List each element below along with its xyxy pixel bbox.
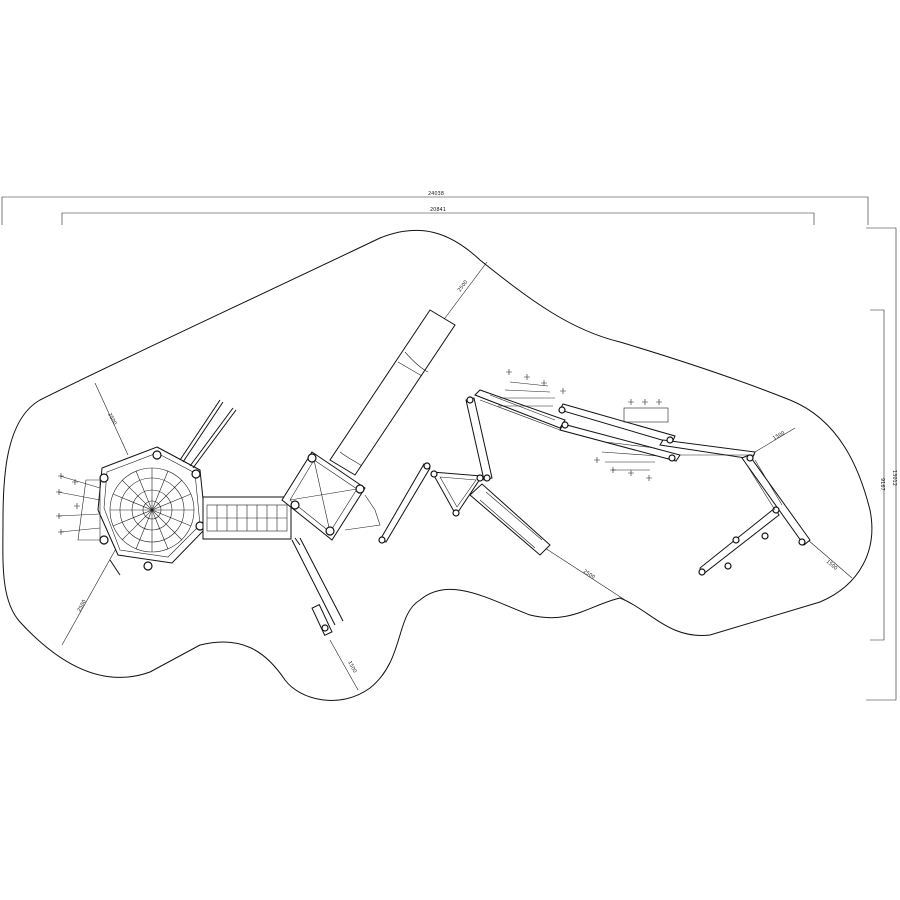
inner-depth-dimension: 9167 — [870, 309, 885, 641]
climbing-net-right-3 — [594, 441, 659, 481]
fireman-poles — [109, 399, 237, 576]
safety-radial-label-4: 2500 — [582, 569, 596, 581]
inner-width-dimension: 20841 — [61, 207, 815, 225]
overall-depth-dimension: 13012 — [866, 227, 897, 701]
safety-radial-label-3: 2500 — [457, 279, 469, 293]
overall-depth-label: 13012 — [891, 470, 897, 486]
climbing-net-right-2 — [623, 399, 669, 423]
spider-web-net — [109, 467, 195, 553]
straight-slide — [469, 483, 551, 556]
safety-zone-outline — [2, 229, 873, 701]
safety-radial-label-2: 2500 — [76, 599, 87, 613]
climbing-net-right-1 — [498, 369, 566, 407]
zigzag-beams — [378, 396, 493, 544]
hexagon-tower — [97, 446, 207, 571]
balance-beam-cluster — [474, 389, 811, 576]
safety-radial-label-5: 1500 — [346, 660, 357, 674]
square-tower — [281, 451, 381, 541]
safety-radial-label-6: 1500 — [772, 430, 786, 442]
inner-width-label: 20841 — [430, 207, 446, 213]
overall-width-dimension: 24038 — [1, 191, 869, 225]
bridge-grid — [202, 496, 292, 540]
rope-climber-left — [56, 473, 101, 541]
rope-net-links — [291, 537, 344, 636]
overall-width-label: 24038 — [428, 191, 444, 197]
inner-depth-label: 9167 — [879, 478, 885, 491]
safety-radial-label-7: 1500 — [825, 559, 839, 572]
triangle-platform — [430, 470, 484, 517]
tube-slide — [329, 309, 456, 476]
safety-radial-label-1: 2500 — [106, 412, 117, 426]
